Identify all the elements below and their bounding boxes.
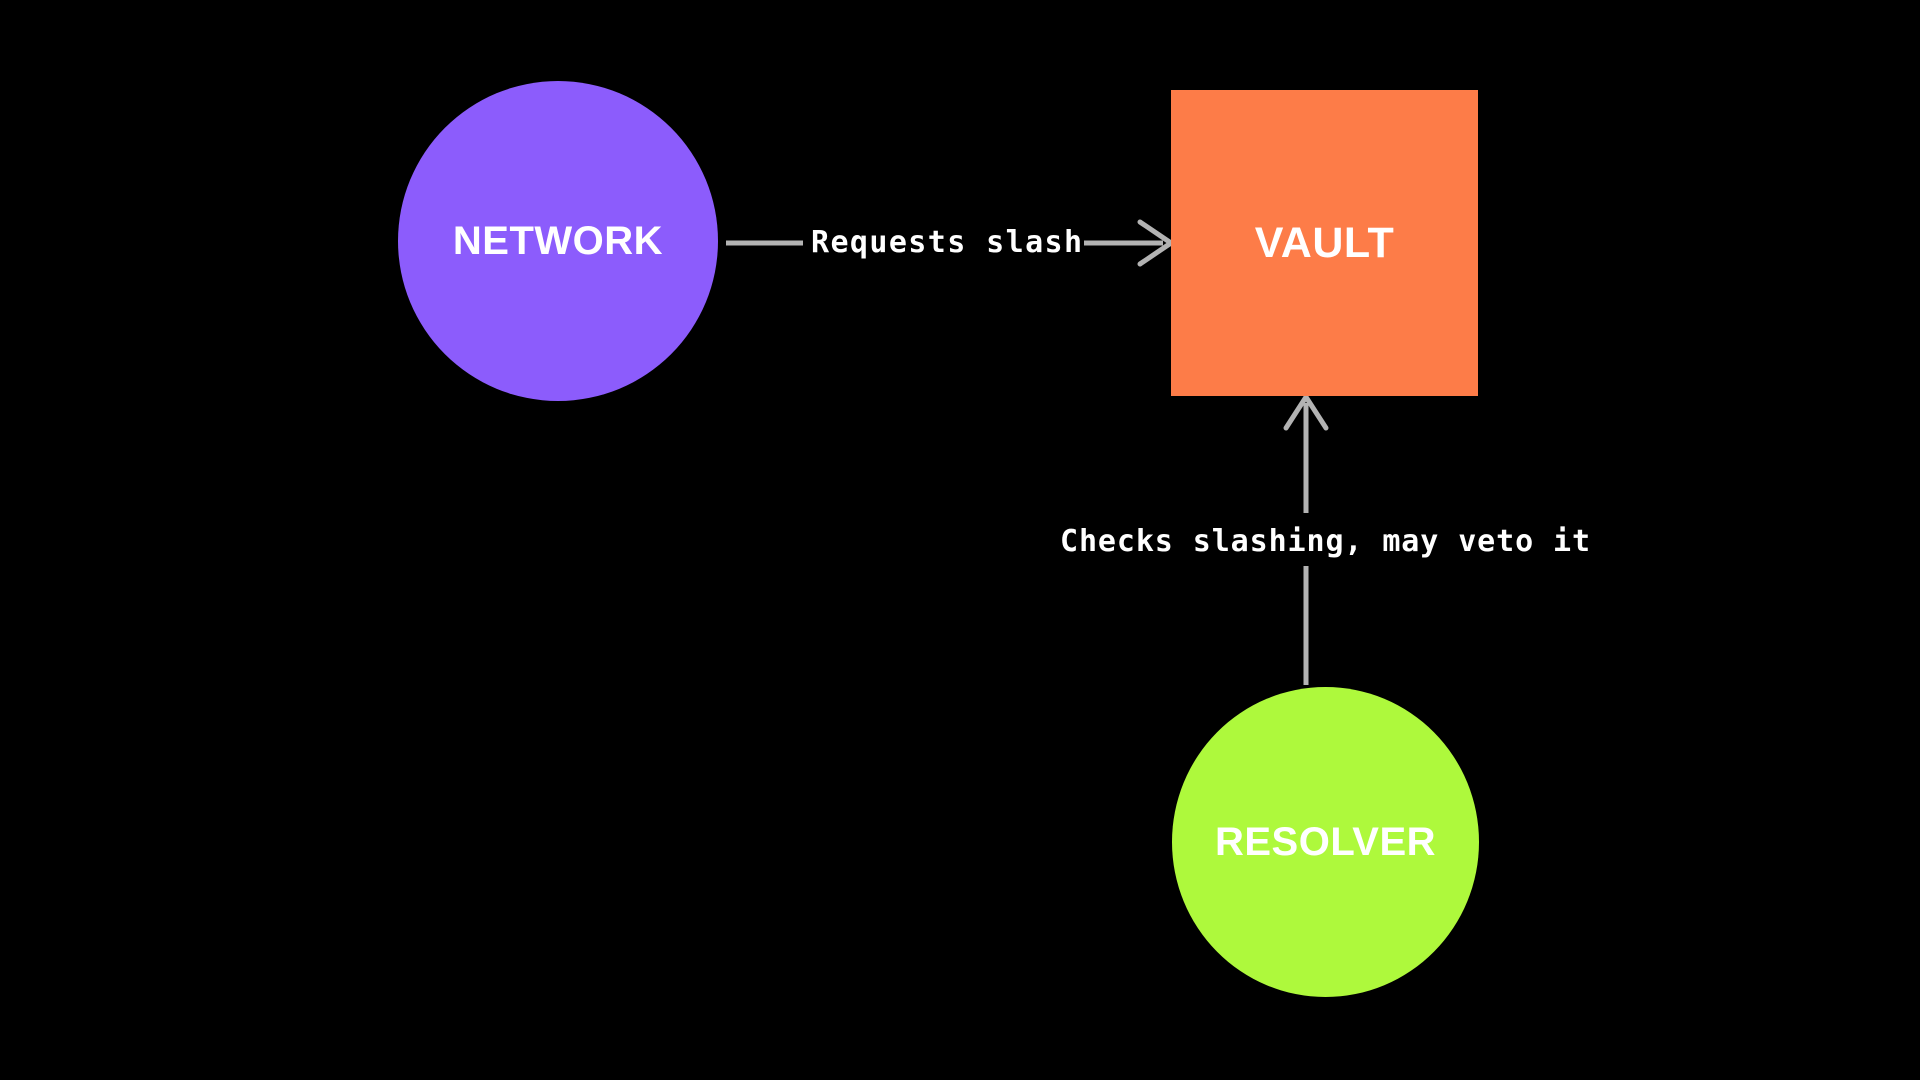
edge-resolver-to-vault-arrowhead bbox=[1283, 394, 1329, 431]
node-network[interactable]: NETWORK bbox=[398, 81, 718, 401]
node-vault-label: VAULT bbox=[1254, 218, 1395, 267]
edge-label-network-to-vault: Requests slash bbox=[811, 225, 1084, 260]
edge-network-to-vault-arrowhead bbox=[1137, 219, 1174, 267]
node-resolver-label: RESOLVER bbox=[1214, 820, 1437, 864]
node-vault[interactable]: VAULT bbox=[1171, 90, 1478, 396]
edge-label-resolver-to-vault: Checks slashing, may veto it bbox=[1060, 524, 1591, 559]
node-network-label: NETWORK bbox=[452, 219, 664, 263]
node-resolver[interactable]: RESOLVER bbox=[1172, 687, 1479, 997]
